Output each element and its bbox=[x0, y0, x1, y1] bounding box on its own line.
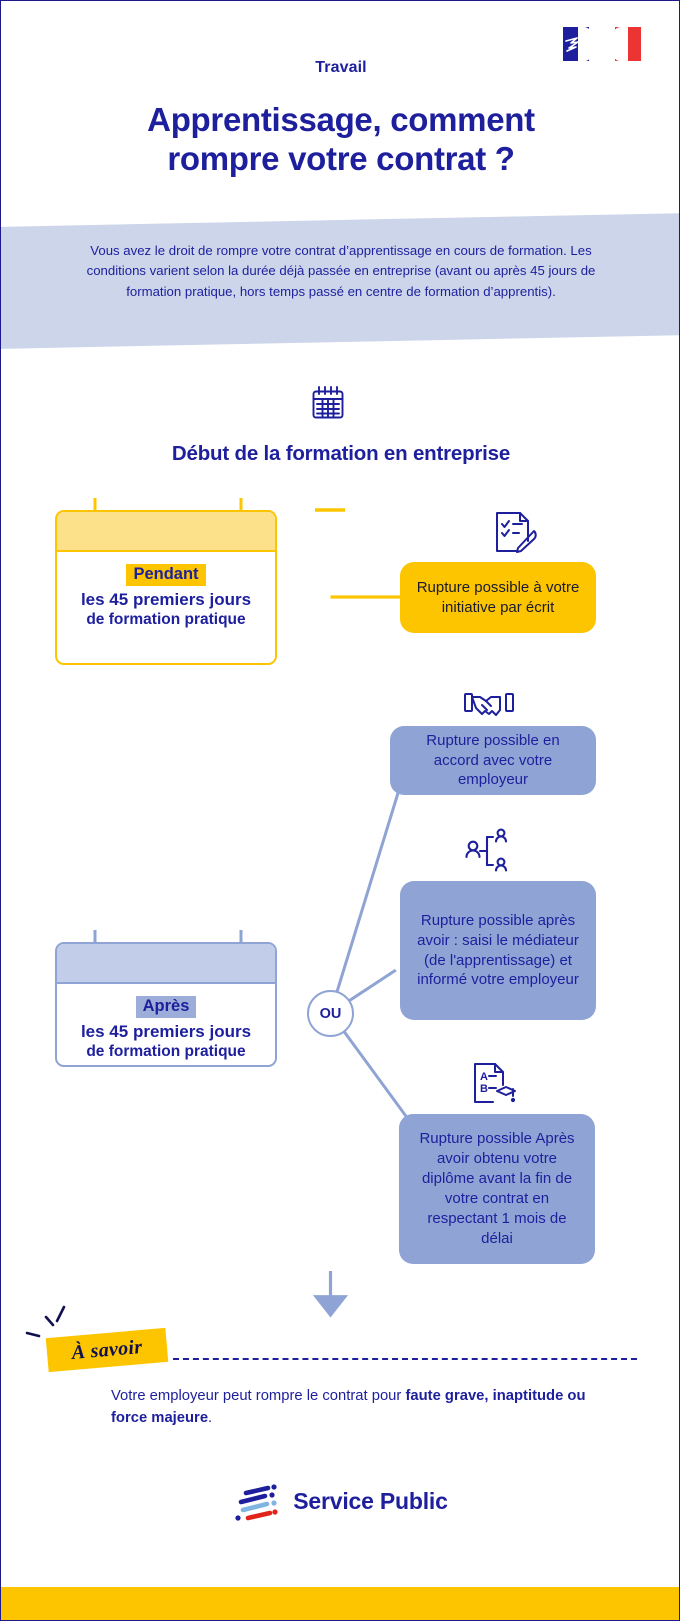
a-savoir-text: Votre employeur peut rompre le contrat p… bbox=[111, 1386, 621, 1430]
svg-text:A: A bbox=[480, 1071, 488, 1083]
svg-text:B: B bbox=[480, 1083, 488, 1095]
period-tag-apres: Après bbox=[135, 996, 197, 1018]
section-heading: Début de la formation en entreprise bbox=[171, 442, 511, 465]
a-savoir-label: À savoir bbox=[70, 1335, 144, 1364]
bottom-accent-bar bbox=[1, 1587, 679, 1620]
marianne-french-republic-logo bbox=[563, 27, 641, 61]
page-title-line2: rompre votre contrat ? bbox=[167, 139, 515, 177]
period-card-apres: Après les 45 premiers jours de formation… bbox=[55, 942, 277, 1067]
junction-node-ou: OU bbox=[307, 990, 354, 1037]
diploma-graduation-icon: A B bbox=[474, 1063, 516, 1103]
note-text-plain: Votre employeur peut rompre le contrat p… bbox=[111, 1388, 406, 1404]
calendar-card-icon bbox=[57, 944, 275, 984]
sparkle-icon bbox=[25, 1305, 66, 1338]
mediator-people-icon bbox=[465, 828, 508, 872]
period-tag-pendant: Pendant bbox=[126, 564, 206, 586]
service-public-logo bbox=[235, 1484, 278, 1521]
category-kicker: Travail bbox=[315, 59, 367, 76]
outcome-bubble-initiative: Rupture possible à votre initiative par … bbox=[400, 562, 596, 633]
service-public-wordmark: Service Public bbox=[293, 1487, 448, 1514]
outcome-bubble-mediateur: Rupture possible après avoir : saisi le … bbox=[400, 881, 596, 1020]
checklist-pen-icon bbox=[496, 512, 537, 553]
note-text-end: . bbox=[208, 1409, 213, 1426]
outcome-bubble-diplome: Rupture possible Après avoir obtenu votr… bbox=[399, 1114, 595, 1264]
a-savoir-divider bbox=[173, 1358, 637, 1360]
note-text-bold: faute grave, inaptitude ou force majeure bbox=[111, 1388, 586, 1426]
calendar-icon bbox=[312, 386, 344, 419]
period-line1-apres: les 45 premiers jours bbox=[80, 1022, 252, 1041]
page-title: Apprentissage, comment rompre votre cont… bbox=[1, 101, 679, 179]
marianne-swoosh-icon bbox=[564, 37, 579, 52]
period-line2-pendant: de formation pratique bbox=[86, 611, 246, 629]
page-title-line1: Apprentissage, comment bbox=[147, 101, 535, 138]
intro-paragraph: Vous avez le droit de rompre votre contr… bbox=[86, 243, 596, 299]
outcome-bubble-accord: Rupture possible en accord avec votre em… bbox=[390, 726, 596, 795]
branch-to-accord bbox=[329, 779, 404, 1014]
footer-logo: Service Public bbox=[1, 1481, 679, 1521]
marianne-profile bbox=[564, 27, 629, 61]
period-line2-apres: de formation pratique bbox=[86, 1043, 246, 1061]
calendar-card-icon bbox=[57, 512, 275, 552]
period-line1-pendant: les 45 premiers jours bbox=[80, 590, 252, 609]
handshake-icon bbox=[464, 693, 514, 716]
period-card-pendant: Pendant les 45 premiers jours de formati… bbox=[55, 510, 277, 665]
